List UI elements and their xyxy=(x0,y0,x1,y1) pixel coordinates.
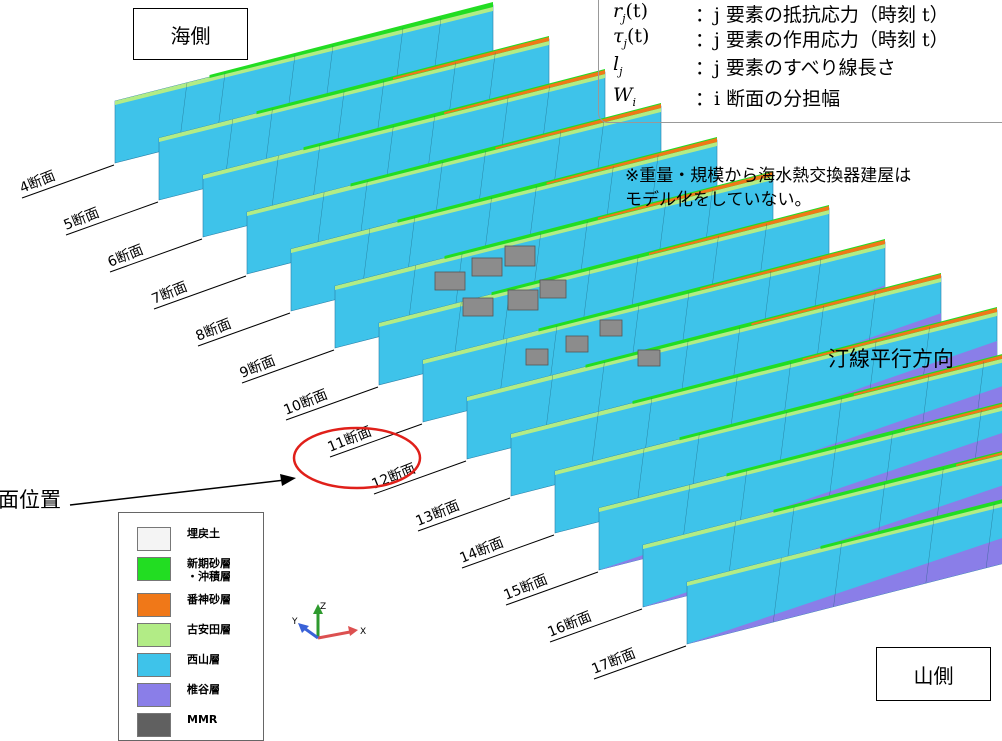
legend-swatch xyxy=(137,713,171,737)
sea-side-label: 海側 xyxy=(133,8,248,60)
legend-label: 古安田層 xyxy=(187,623,231,636)
legend-swatch xyxy=(137,623,171,647)
building-block xyxy=(508,290,538,310)
section-position-label: 面位置 xyxy=(0,484,61,514)
formula-row: Wi：i 断面の分担幅 xyxy=(613,84,636,109)
axis-x-label: X xyxy=(360,627,366,637)
legend-item: 椎谷層 xyxy=(137,683,220,707)
formula-row: τj(t)：j 要素の作用応力（時刻 t） xyxy=(613,25,649,50)
axis-y-label: Y xyxy=(291,617,298,627)
building-block xyxy=(526,349,548,365)
sea-side-text: 海側 xyxy=(171,20,211,49)
legend-item: 新期砂層 ・沖積層 xyxy=(137,557,231,583)
formula-subscript: j xyxy=(619,65,622,78)
formula-symbol: W xyxy=(613,84,633,106)
building-block xyxy=(540,280,566,298)
building-block xyxy=(600,320,622,336)
formula-arg: (t) xyxy=(627,25,649,47)
section-label: 14断面 xyxy=(458,535,506,567)
legend-swatch xyxy=(137,527,171,551)
legend-swatch xyxy=(137,653,171,677)
pointer-arrow xyxy=(70,480,285,505)
axis-z-label: Z xyxy=(320,602,326,612)
building-block xyxy=(435,272,465,290)
legend-label: 埋戻土 xyxy=(187,527,220,540)
formula-subscript: i xyxy=(633,96,637,109)
formula-symbol: r xyxy=(613,0,622,22)
legend-item: 埋戻土 xyxy=(137,527,220,551)
legend-swatch xyxy=(137,593,171,617)
section-label: 17断面 xyxy=(590,646,638,678)
section-label: 10断面 xyxy=(282,387,330,419)
note-line-1: ※重量・規模から海水熱交換器建屋は xyxy=(625,164,911,188)
formula-description: ：j 要素のすべり線長さ xyxy=(695,53,896,80)
building-block xyxy=(638,350,660,366)
legend-swatch xyxy=(137,683,171,707)
section-label: 12断面 xyxy=(370,461,418,493)
formula-row: rj(t)：j 要素の抵抗応力（時刻 t） xyxy=(613,0,648,25)
legend-label: 番神砂層 xyxy=(187,593,231,606)
formula-row: lj：j 要素のすべり線長さ xyxy=(613,53,623,78)
legend-item: 番神砂層 xyxy=(137,593,231,617)
legend-item: MMR xyxy=(137,713,217,737)
legend-item: 古安田層 xyxy=(137,623,231,647)
legend-label: 西山層 xyxy=(187,653,220,666)
mountain-side-text: 山側 xyxy=(914,660,954,689)
geology-legend: 埋戻土新期砂層 ・沖積層番神砂層古安田層西山層椎谷層 MMR xyxy=(118,512,264,741)
section-label: 16断面 xyxy=(546,609,594,641)
building-block xyxy=(472,258,502,276)
formula-legend: rj(t)：j 要素の抵抗応力（時刻 t）τj(t)：j 要素の作用応力（時刻 … xyxy=(598,0,1002,123)
legend-label: 椎谷層 xyxy=(187,683,220,696)
formula-symbol: τ xyxy=(613,25,624,47)
section-label: 13断面 xyxy=(414,498,462,530)
axis-triad: Z X Y xyxy=(291,602,366,638)
building-block xyxy=(566,336,588,352)
legend-swatch xyxy=(137,557,171,581)
direction-label: 汀線平行方向 xyxy=(828,343,954,373)
formula-description: ：j 要素の抵抗応力（時刻 t） xyxy=(695,0,949,27)
pointer-arrowhead xyxy=(280,474,296,486)
building-block xyxy=(463,298,493,316)
formula-description: ：i 断面の分担幅 xyxy=(695,84,840,111)
legend-item: 西山層 xyxy=(137,653,220,677)
building-block xyxy=(505,246,535,266)
formula-arg: (t) xyxy=(626,0,648,22)
section-label: 15断面 xyxy=(502,572,550,604)
mountain-side-label: 山側 xyxy=(876,647,991,701)
legend-label: 新期砂層 ・沖積層 xyxy=(187,557,231,583)
note-line-2: モデル化をしていない。 xyxy=(625,188,812,212)
legend-label: MMR xyxy=(187,713,217,726)
formula-description: ：j 要素の作用応力（時刻 t） xyxy=(695,25,949,52)
